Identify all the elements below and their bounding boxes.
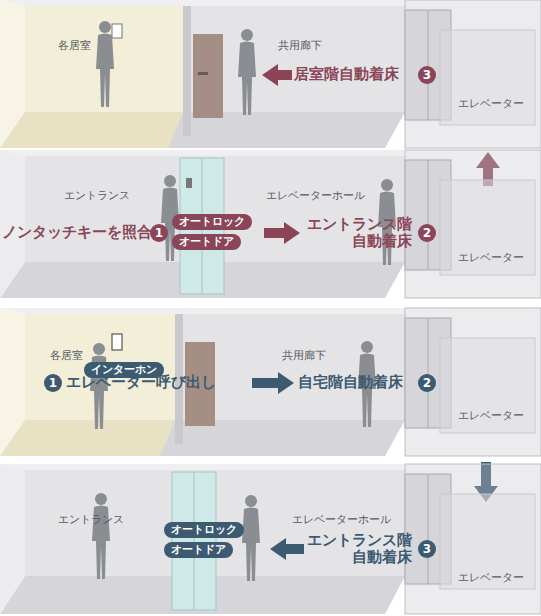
callout-number: 3	[418, 66, 436, 84]
feature-pill: インターホン	[84, 362, 164, 378]
elevator-label: エレベーター	[458, 410, 524, 423]
area-label: エレベーターホール	[266, 190, 365, 203]
area-label: エレベーターホール	[292, 514, 391, 527]
step-text: 居室階自動着床	[294, 66, 399, 83]
room-label: 各居室	[50, 350, 83, 363]
elevator-label: エレベーター	[458, 252, 524, 265]
callout-number: 2	[418, 224, 436, 242]
callout-number: 1	[150, 224, 168, 242]
pill-text: オートロック	[179, 215, 245, 228]
step-text: 自宅階自動着床	[298, 374, 403, 391]
floor-panel	[0, 308, 541, 456]
callout-number: 3	[418, 540, 436, 558]
floor-panel	[0, 0, 541, 148]
elevator-label: エレベーター	[458, 98, 524, 111]
area-label: 共用廊下	[282, 350, 326, 363]
floor-panel	[0, 150, 541, 298]
area-label: 共用廊下	[278, 40, 322, 53]
step-text: エントランス階 自動着床	[306, 532, 412, 567]
pill-text: オートロック	[171, 523, 237, 536]
feature-pill: オートドア	[172, 234, 241, 250]
pill-text: インターホン	[91, 363, 157, 376]
pill-text: オートドア	[179, 235, 234, 248]
feature-pill: オートロック	[164, 522, 244, 538]
room-label: 各居室	[58, 40, 91, 53]
area-label: エントランス	[58, 514, 124, 527]
floor-panel	[0, 464, 541, 614]
step-text: エントランス階 自動着床	[306, 216, 412, 251]
callout-number: 1	[44, 374, 62, 392]
step-text: ノンタッチキーを照合	[2, 224, 152, 241]
feature-pill: オートロック	[172, 214, 252, 230]
pill-text: オートドア	[171, 543, 226, 556]
elevator-label: エレベーター	[458, 572, 524, 585]
callout-number: 2	[418, 374, 436, 392]
feature-pill: オートドア	[164, 542, 233, 558]
area-label: エントランス	[64, 190, 130, 203]
